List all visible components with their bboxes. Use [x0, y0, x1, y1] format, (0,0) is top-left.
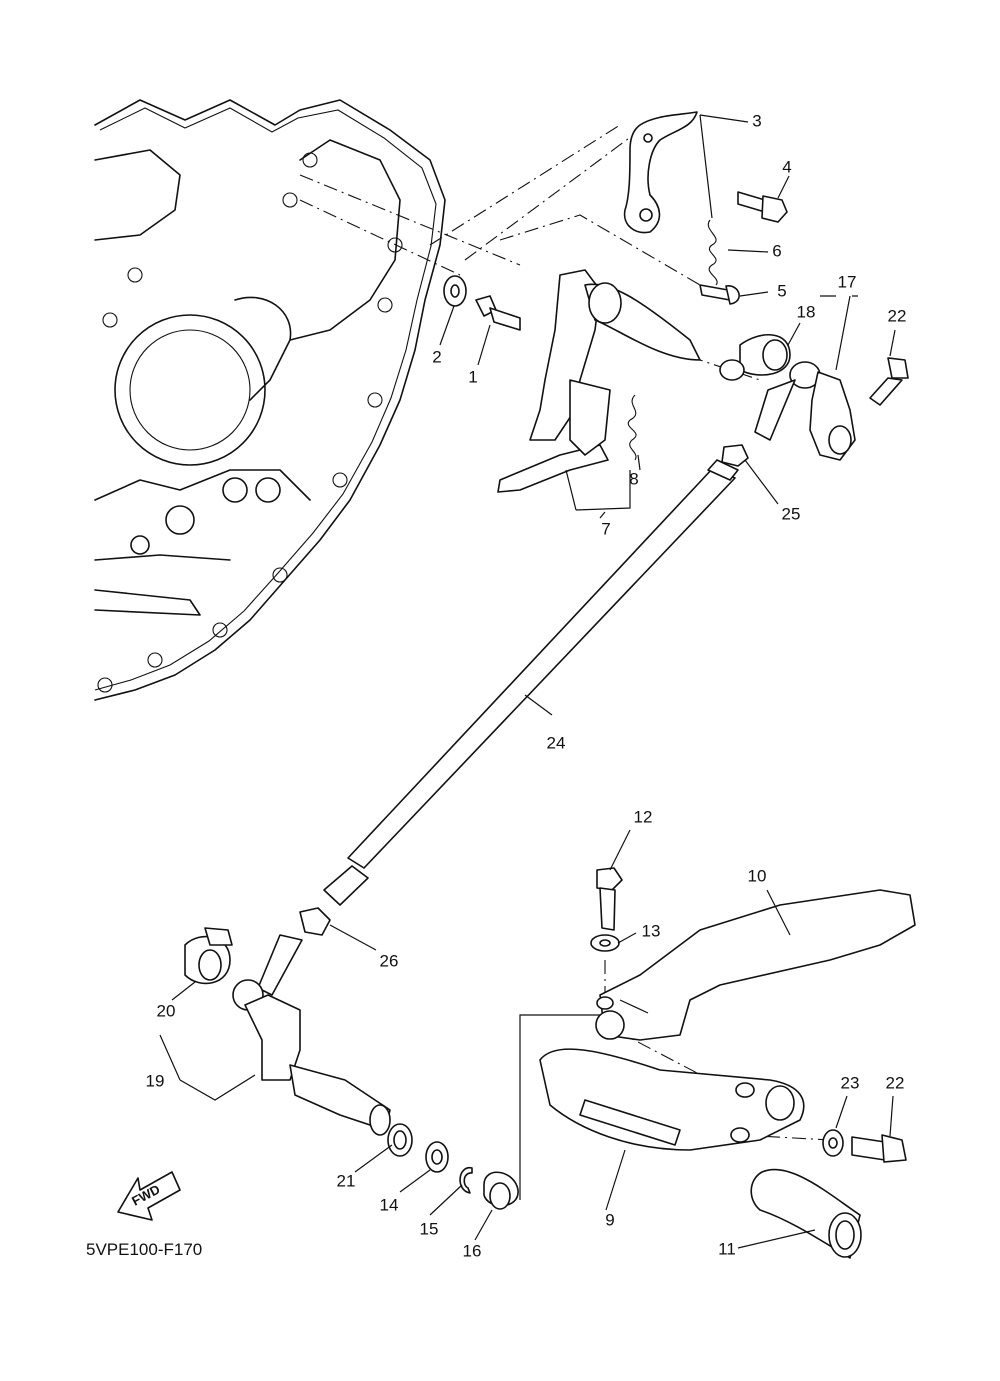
callout-3: 3	[752, 111, 761, 130]
ball-joint-20	[184, 927, 233, 985]
shift-arm-17	[754, 361, 856, 461]
callout-9: 9	[605, 1210, 614, 1229]
ball-joint-18	[719, 333, 791, 381]
shift-rod-24	[323, 459, 739, 906]
callout-5: 5	[777, 281, 786, 300]
washer-13	[590, 934, 620, 952]
callout-8: 8	[629, 469, 638, 488]
callout-19: 19	[146, 1071, 165, 1090]
callout-22-lower: 22	[886, 1073, 905, 1092]
bushing-16	[483, 1171, 519, 1210]
stopper-lever-3	[623, 111, 698, 234]
callout-23: 23	[841, 1073, 860, 1092]
leader-lines	[159, 114, 896, 1249]
callout-13: 13	[642, 921, 661, 940]
circlip-15	[459, 1167, 473, 1194]
callout-26: 26	[380, 951, 399, 970]
callout-numbers: 3 4 6 5 2 1 8 7 17 18 22 25 24 12 10 13 …	[146, 111, 907, 1260]
callout-15: 15	[420, 1219, 439, 1238]
washer-14	[425, 1141, 449, 1173]
bolt-22-lower	[851, 1134, 907, 1163]
washer-2	[443, 275, 467, 307]
callout-22-upper: 22	[888, 306, 907, 325]
fwd-arrow-icon: FWD	[117, 1171, 181, 1221]
pin-5	[699, 284, 740, 305]
shift-pedal-10	[595, 889, 916, 1041]
spring-6	[707, 219, 718, 286]
washer-21	[387, 1123, 413, 1157]
callout-14: 14	[380, 1195, 399, 1214]
washer-23	[822, 1129, 844, 1157]
callout-6: 6	[772, 241, 781, 260]
callout-17: 17	[838, 272, 857, 291]
callout-11: 11	[718, 1239, 736, 1258]
callout-12: 12	[634, 807, 653, 826]
callout-16: 16	[463, 1241, 482, 1260]
callout-20: 20	[157, 1001, 176, 1020]
callout-2: 2	[432, 347, 441, 366]
callout-24: 24	[547, 733, 566, 752]
callout-25: 25	[782, 504, 801, 523]
shift-shaft-7	[497, 269, 701, 493]
callout-1: 1	[468, 367, 477, 386]
spring-8	[627, 394, 637, 461]
crankcase-cover	[94, 99, 446, 701]
shift-arm-19	[232, 934, 391, 1136]
pedal-bracket-line	[519, 1014, 600, 1200]
callout-18: 18	[797, 302, 816, 321]
callout-4: 4	[782, 157, 791, 176]
callout-7: 7	[601, 519, 610, 538]
nut-26	[299, 907, 331, 936]
callout-10: 10	[748, 866, 767, 885]
bolt-22-upper	[869, 357, 909, 406]
pedal-rubber-11	[750, 1168, 862, 1259]
bolt-12	[596, 867, 623, 931]
heel-shift-lever-9	[539, 1048, 805, 1151]
callout-21: 21	[337, 1171, 356, 1190]
diagram-code: 5VPE100-F170	[86, 1240, 202, 1259]
bolt-4	[737, 191, 788, 223]
nut-25	[721, 444, 749, 467]
bolt-1	[475, 295, 521, 331]
